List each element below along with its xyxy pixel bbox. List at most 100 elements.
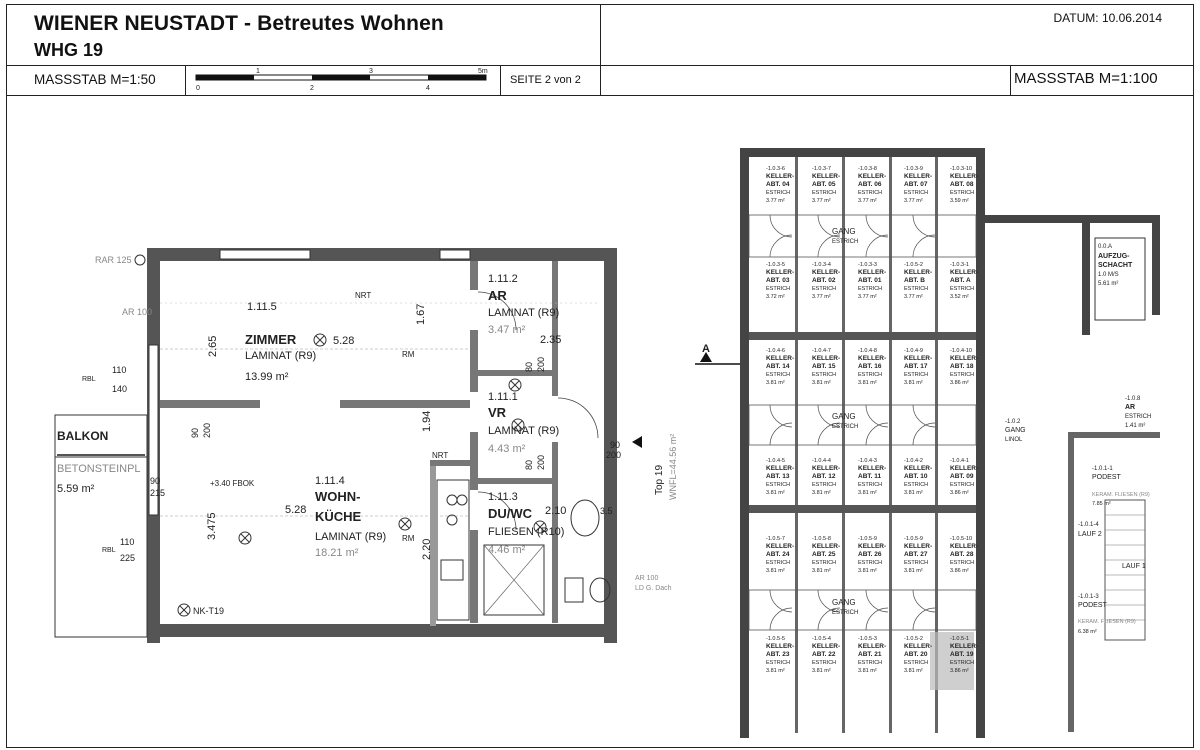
cellar-abt: ABT. 12 — [812, 473, 836, 480]
scale-vertical-divider — [185, 65, 186, 95]
value-110: 110 — [112, 365, 126, 375]
cellar-floor: ESTRICH — [858, 372, 882, 378]
podest1-label: PODEST — [1092, 474, 1122, 481]
page-vertical-divider — [500, 65, 501, 95]
room-floor-duwc: FLIESEN (R10) — [488, 526, 564, 538]
cellar-area: 3.81 m² — [766, 380, 785, 386]
cellar-area: 3.86 m² — [950, 380, 969, 386]
cellar-floor: ESTRICH — [812, 190, 836, 196]
cellar-label: KELLER- — [812, 643, 840, 650]
room-floor-wohnkueche: LAMINAT (R9) — [315, 531, 386, 543]
cellar-label: KELLER- — [858, 355, 886, 362]
nk-label: NK-T19 — [193, 606, 224, 616]
section-marker-a: A — [702, 343, 710, 355]
cellar-floor: ESTRICH — [858, 286, 882, 292]
cellar-floor: ESTRICH — [812, 286, 836, 292]
cellar-floor: ESTRICH — [858, 560, 882, 566]
cellar-label: KELLER- — [904, 643, 932, 650]
room-name-duwc: DU/WC — [488, 506, 533, 521]
gang2-code: -1.0.2 — [1005, 419, 1021, 425]
cellar-label: KELLER- — [812, 543, 840, 550]
title-block-divider — [6, 95, 1194, 96]
cellar-label: KELLER- — [858, 465, 886, 472]
dim-200-c: 200 — [536, 455, 546, 470]
cellar-label: KELLER- — [858, 543, 886, 550]
cellar-label: KELLER- — [766, 355, 794, 362]
cellar-floor: ESTRICH — [812, 372, 836, 378]
cellar-floor: ESTRICH — [904, 286, 928, 292]
cellar-area: 3.81 m² — [858, 568, 877, 574]
scale-tick-4: 4 — [426, 85, 430, 92]
cellar-floor: ESTRICH — [950, 190, 974, 196]
dim-3-5: 3.5 — [600, 506, 613, 516]
cellar-code: -1.0.3-3 — [858, 262, 877, 268]
cellar-area: 3.86 m² — [950, 490, 969, 496]
cellar-label: KELLER- — [858, 269, 886, 276]
room-perimeter-zimmer: 5.28 — [333, 335, 354, 347]
cellar-area: 3.77 m² — [858, 294, 877, 300]
cellar-area: 3.81 m² — [904, 490, 923, 496]
rbl-label-1: RBL — [82, 376, 96, 383]
cellar-label: KELLER- — [812, 269, 840, 276]
document-title: WIENER NEUSTADT - Betreutes Wohnen — [34, 12, 444, 35]
page-number: SEITE 2 von 2 — [510, 74, 581, 86]
scale-right-label: MASSSTAB M=1:100 — [1014, 70, 1158, 87]
cellar-code: -1.0.5-2 — [904, 636, 923, 642]
scale-left-label: MASSSTAB M=1:50 — [34, 72, 156, 87]
cellar-code: -1.0.3-7 — [812, 166, 831, 172]
cellar-code: -1.0.3-1 — [950, 262, 969, 268]
podest2-area: 6.38 m² — [1078, 629, 1097, 635]
aufzug-area: 5.61 m² — [1098, 281, 1118, 287]
cellar-code: -1.0.4-9 — [904, 348, 923, 354]
podest1-code: -1.0.1-1 — [1092, 466, 1113, 472]
cellar-code: -1.0.5-9 — [904, 536, 923, 542]
dim-80-a: 80 — [524, 362, 534, 372]
cellar-code: -1.0.4-1 — [950, 458, 969, 464]
dim-2-65: 2.65 — [207, 336, 219, 357]
cellar-abt: ABT. 10 — [904, 473, 928, 480]
room-id-1-11-3: 1.11.3 — [488, 491, 518, 503]
cellar-abt: ABT. 28 — [950, 551, 974, 558]
cellar-label: KELLER- — [904, 173, 932, 180]
cellar-label: KELLER- — [812, 465, 840, 472]
gang-floor-1: ESTRICH — [832, 239, 858, 245]
cellar-area: 3.81 m² — [858, 490, 877, 496]
cellar-abt: ABT. A — [950, 277, 971, 284]
cellar-code: -1.0.5-7 — [766, 536, 785, 542]
podest2-code: -1.0.1-3 — [1078, 594, 1099, 600]
lauf2-code: -1.0.1-4 — [1078, 522, 1099, 528]
cellar-code: -1.0.3-10 — [950, 166, 972, 172]
gang2-label: GANG — [1005, 427, 1026, 434]
balcony-floor: BETONSTEINPL — [57, 463, 141, 475]
cellar-code: -1.0.5-4 — [812, 636, 831, 642]
gang-label-1: GANG — [832, 227, 856, 236]
cellar-abt: ABT. 16 — [858, 363, 882, 370]
aufzug-floor: 1.0 M/S — [1098, 272, 1119, 278]
room-id-1-11-1: 1.11.1 — [488, 391, 518, 403]
cellar-floor: ESTRICH — [904, 560, 928, 566]
cellar-label: KELLER- — [950, 643, 978, 650]
cellar-floor: ESTRICH — [904, 482, 928, 488]
aufzug-code: 0.0.A — [1098, 244, 1112, 250]
cellar-label: KELLER- — [766, 465, 794, 472]
cellar-code: -1.0.5-5 — [766, 636, 785, 642]
cellar-code: -1.0.3-6 — [766, 166, 785, 172]
nrt-label-1: NRT — [355, 291, 371, 300]
cellar-area: 3.81 m² — [766, 668, 785, 674]
gang-label-2: GANG — [832, 412, 856, 421]
cellar-code: -1.0.4-5 — [766, 458, 785, 464]
scale-tick-3: 3 — [369, 68, 373, 75]
cellar-area: 3.52 m² — [950, 294, 969, 300]
cellar-abt: ABT. 21 — [858, 651, 882, 658]
right-scale-divider — [1010, 65, 1011, 95]
cellar-floor: ESTRICH — [766, 560, 790, 566]
cellar-floor: ESTRICH — [950, 482, 974, 488]
cellar-abt: ABT. 04 — [766, 181, 790, 188]
cellar-label: KELLER- — [950, 465, 978, 472]
cellar-abt: ABT. 25 — [812, 551, 836, 558]
room-name-wohn: WOHN- — [315, 489, 361, 504]
room-perimeter-duwc: 2.10 — [545, 505, 566, 517]
scale-tick-0: 0 — [196, 85, 200, 92]
rm-label-1: RM — [402, 350, 415, 359]
